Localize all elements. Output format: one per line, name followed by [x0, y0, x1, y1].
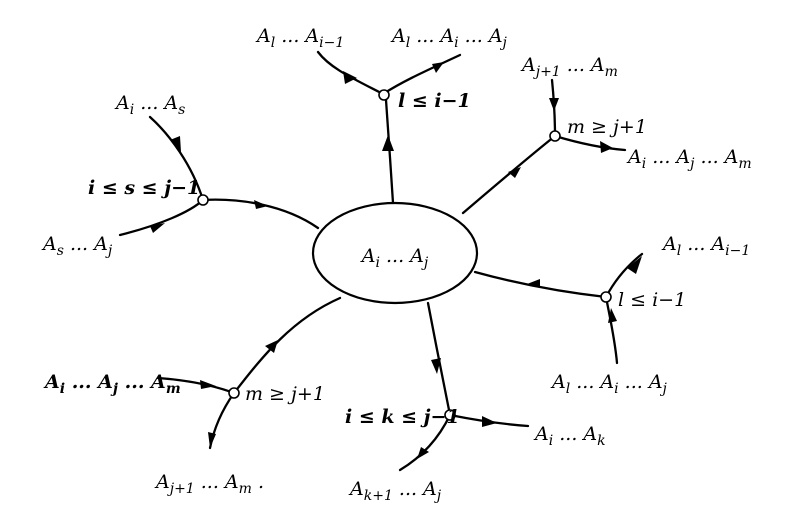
label-left-input-top: Ai ... As — [114, 92, 185, 118]
label-right-output-top: Al ... Ai−1 — [661, 233, 750, 259]
label-bottom-left-input: Ai ... Aj ... Am — [43, 371, 181, 397]
junction-bottom-left — [228, 387, 240, 399]
label-left-condition: i ≤ s ≤ j−1 — [88, 177, 200, 199]
arrowhead — [265, 340, 278, 353]
arrowhead — [343, 71, 357, 84]
branch-bottom-left: Ai ... Aj ... Am Aj+1 ... Am . m ≥ j+1 — [43, 296, 342, 497]
edge-right-result — [473, 270, 608, 299]
arrowhead — [417, 447, 429, 459]
junction-top-mid — [378, 89, 390, 101]
edge-top-right-out — [553, 134, 627, 152]
edge-bottom-left-result — [232, 296, 342, 395]
arrowhead — [254, 200, 268, 209]
label-bottom-mid-output-bottom: Ak+1 ... Aj — [348, 478, 442, 504]
branch-left: Ai ... As As ... Aj i ≤ s ≤ j−1 — [41, 92, 320, 259]
edge-left-in-bottom — [118, 198, 205, 237]
label-top-right-output: Ai ... Aj ... Am — [626, 146, 752, 172]
edge-left-in-top — [148, 115, 205, 202]
arrowhead — [549, 98, 559, 111]
edge-top-mid-result — [384, 98, 395, 205]
arrowhead — [432, 62, 444, 73]
label-top-mid-input: Al ... Ai−1 — [255, 25, 344, 51]
branch-top-mid: Al ... Ai−1 Al ... Ai ... Aj l ≤ i−1 — [255, 25, 508, 205]
label-right-input-bottom: Al ... Ai ... Aj — [550, 371, 668, 397]
label-bottom-mid-condition: i ≤ k ≤ j−1 — [345, 406, 460, 428]
junction-right — [600, 291, 612, 303]
edge-bottom-left-out — [208, 391, 236, 450]
center-node — [311, 201, 479, 305]
label-top-right-input: Aj+1 ... Am — [520, 54, 618, 80]
label-top-mid-condition: l ≤ i−1 — [398, 90, 471, 112]
center-label: Ai ... Aj — [360, 245, 429, 271]
label-top-mid-output: Al ... Ai ... Aj — [390, 25, 508, 51]
label-right-condition: l ≤ i−1 — [618, 289, 686, 311]
arrowhead — [208, 432, 216, 448]
arrowhead — [170, 136, 181, 152]
branch-right: Al ... Ai−1 Al ... Ai ... Aj l ≤ i−1 — [473, 233, 750, 397]
junction-left — [197, 194, 209, 206]
label-bottom-left-output: Aj+1 ... Am . — [154, 471, 264, 497]
junction-bottom-mid — [444, 409, 456, 421]
edge-bottom-left-in — [156, 376, 236, 395]
label-bottom-left-condition: m ≥ j+1 — [245, 383, 325, 405]
label-bottom-mid-output-right: Ai ... Ak — [533, 423, 606, 449]
branch-bottom-mid: Ai ... Ak Ak+1 ... Aj i ≤ k ≤ j−1 — [345, 301, 606, 504]
label-top-right-condition: m ≥ j+1 — [567, 116, 647, 138]
branch-top-right: Aj+1 ... Am Ai ... Aj ... Am m ≥ j+1 — [461, 54, 752, 215]
junction-top-right — [549, 130, 561, 142]
edge-top-mid-out — [381, 53, 462, 96]
arrowhead — [608, 308, 617, 323]
arrowhead — [508, 167, 521, 178]
edge-bottom-mid-out-bottom — [398, 413, 452, 472]
arrowhead — [382, 135, 394, 151]
edge-top-right-result — [461, 134, 557, 215]
edge-top-mid-in — [316, 50, 385, 96]
arrowhead — [200, 380, 216, 389]
label-left-input-bottom: As ... Aj — [41, 233, 113, 259]
arrowhead — [627, 256, 642, 274]
arrowhead — [150, 223, 165, 233]
arrowhead — [600, 141, 613, 153]
edge-right-in-bottom — [604, 295, 619, 365]
arrowhead — [431, 358, 441, 374]
arrowhead — [527, 279, 540, 287]
arrowhead — [482, 416, 497, 427]
